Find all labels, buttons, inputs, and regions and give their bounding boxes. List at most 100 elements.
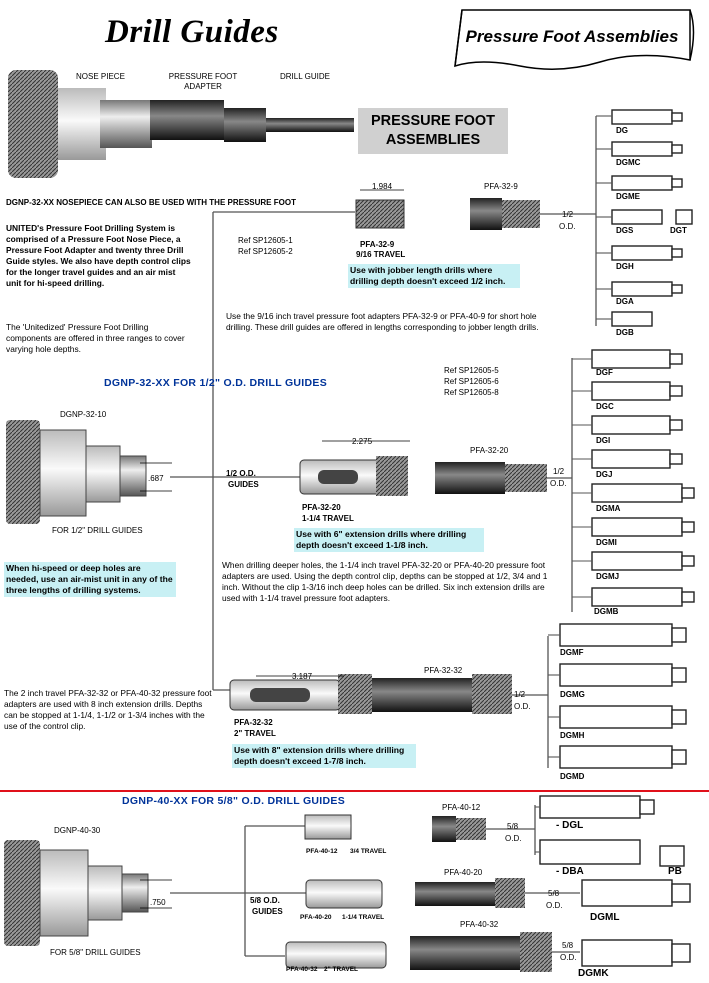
s2r2-left: PFA-40-20 [300,914,332,921]
guide-label: DGA [616,297,634,306]
guide-label: DGB [616,328,634,337]
row1-adapter-label: PFA-32-9 [360,240,395,249]
row2-guides-label2: GUIDES [228,480,259,489]
s2r3-od2: O.D. [560,953,577,962]
row3-dim: 3.187 [292,672,313,681]
nose40-dim: .750 [150,898,166,907]
nose32-dim: .687 [148,474,164,483]
row3-right-label: PFA-32-32 [424,666,463,675]
guide-label: DGJ [596,470,613,479]
s2r2-right: PFA-40-20 [444,868,483,877]
guide-label: DGMB [594,607,619,616]
row1-right-label: PFA-32-9 [484,182,518,191]
guide-label: DGC [596,402,614,411]
s2r3-left: PFA-40-32 [286,966,318,973]
nosepiece-40-image [4,840,172,946]
hispeed-note: When hi-speed or deep holes are needed, … [4,562,176,597]
row2-adapter-label: PFA-32-20 [302,503,341,512]
banner-title: Pressure Foot Assemblies [465,27,679,46]
row3-od: 1/2 [514,690,526,699]
s2r1-right: PFA-40-12 [442,803,481,812]
s2r3-travel: 2" TRAVEL [324,966,359,973]
drill-guide-shapes [539,109,695,967]
banner-shape [454,9,691,70]
pressure-foot-assemblies-box: PRESSURE FOOT ASSEMBLIES [358,108,508,154]
drill-guide-label: DRILL GUIDE [280,72,330,81]
section2-guides-label2: GUIDES [252,907,283,916]
s2r2-od2: O.D. [546,901,563,910]
guide-label: DGMD [560,772,585,781]
row3-od2: O.D. [514,702,531,711]
row3-note: The 2 inch travel PFA-32-32 or PFA-40-32… [4,688,212,731]
row2-ref2: Ref SP12605-6 [444,377,499,386]
guide-label: DGME [616,192,640,201]
s2r2-od: 5/8 [548,889,560,898]
section2-parts [285,805,580,972]
row3-highlight: Use with 8" extension drills where drill… [232,744,416,768]
s2r1-left: PFA-40-12 [306,848,338,855]
s2r1-od2: O.D. [505,834,522,843]
row2-highlight: Use with 6" extension drills where drill… [294,528,484,552]
guide-label: DGH [616,262,634,271]
s2r3-od: 5/8 [562,941,574,950]
s2r3-right: PFA-40-32 [460,920,499,929]
row2-parts [299,440,572,496]
s2r1-travel: 3/4 TRAVEL [350,848,387,855]
row2-note: When drilling deeper holes, the 1-1/4 in… [222,560,548,603]
guide-label: DGMG [560,690,585,699]
nose-piece-label: NOSE PIECE [76,72,125,81]
section-header-40: DGNP-40-XX FOR 5/8" O.D. DRILL GUIDES [122,795,346,807]
s2r1-od: 5/8 [507,822,519,831]
guide-label: DGML [590,912,620,923]
nosepiece-32-image [6,420,172,524]
row1-od2: O.D. [559,222,576,231]
row2-ref1: Ref SP12605-5 [444,366,499,375]
nosepiece-note: DGNP-32-XX NOSEPIECE CAN ALSO BE USED WI… [6,198,296,207]
row3-travel: 2" TRAVEL [234,729,276,738]
row3-adapter-label: PFA-32-32 [234,718,273,727]
intro-text: UNITED's Pressure Foot Drilling System i… [6,223,191,288]
guide-label: - DBA [556,866,584,877]
row2-od2: O.D. [550,479,567,488]
guide-label: DGMA [596,504,621,513]
guide-label: DGMF [560,648,584,657]
row2-travel: 1-1/4 TRAVEL [302,514,354,523]
guide-label: DGMC [616,158,641,167]
row1-parts [355,189,596,230]
row2-dim: 2.275 [352,437,373,446]
row1-ref1: Ref SP12605-1 [238,236,293,245]
guide-label: DGF [596,368,613,377]
guide-label: DGI [596,436,611,445]
s2r2-travel: 1-1/4 TRAVEL [342,914,385,921]
row1-note: Use the 9/16 inch travel pressure foot a… [226,311,539,332]
row1-highlight: Use with jobber length drills where dril… [348,264,520,288]
guide-label: DGMJ [596,572,620,581]
nose32-caption: FOR 1/2" DRILL GUIDES [52,526,143,535]
page-title: Drill Guides [105,14,279,50]
guide-label: DGMI [596,538,617,547]
row1-dim: 1.984 [372,182,393,191]
pressure-foot-adapter-label: PRESSURE FOOT ADAPTER [168,72,238,91]
guide-label: DGS [616,226,634,235]
guide-label: DGMH [560,731,585,740]
section-header-32: DGNP-32-XX FOR 1/2" O.D. DRILL GUIDES [104,377,328,389]
top-assembly-image [8,70,354,178]
row2-guides-label: 1/2 O.D. [226,469,256,478]
section-divider [0,790,709,792]
guide-label: - DGL [556,820,584,831]
guide-label: DG [616,126,628,135]
row2-right-label: PFA-32-20 [470,446,509,455]
row1-ref2: Ref SP12605-2 [238,247,293,256]
section2-guides-label: 5/8 O.D. [250,896,280,905]
guide-label: PB [668,866,682,877]
nose40-caption: FOR 5/8" DRILL GUIDES [50,948,141,957]
row3-parts [229,674,548,714]
row2-od: 1/2 [553,467,565,476]
guide-label: DGT [670,226,687,235]
row2-ref3: Ref SP12605-8 [444,388,499,397]
guide-label: DGMK [578,968,609,979]
row1-od: 1/2 [562,210,574,219]
row1-travel: 9/16 TRAVEL [356,250,406,259]
nose32-label: DGNP-32-10 [60,410,107,419]
